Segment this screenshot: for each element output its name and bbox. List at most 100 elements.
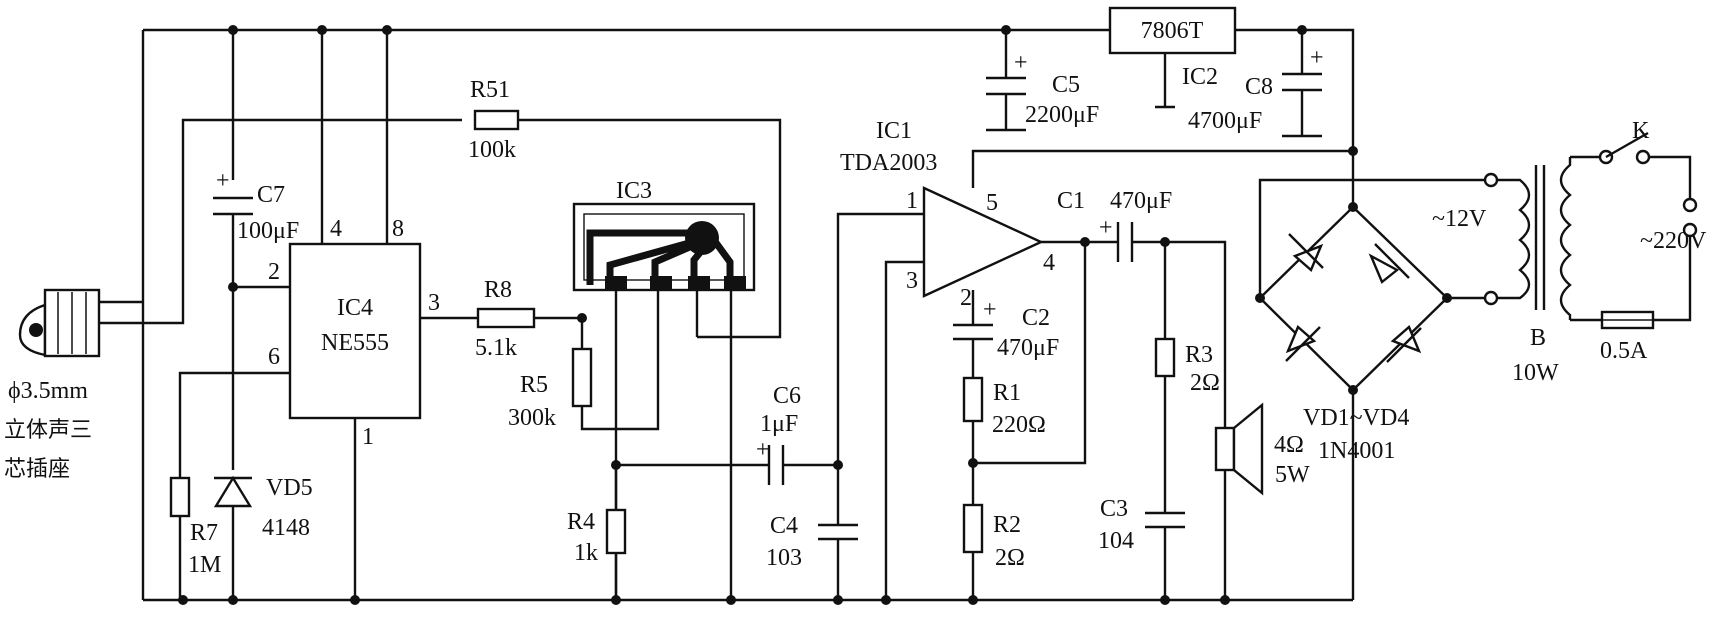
ic4-pin6-label: 6	[268, 344, 280, 370]
jack-wire-mid	[100, 118, 462, 325]
bridge-name: VD1~VD4	[1303, 405, 1409, 431]
junction-dot	[350, 595, 360, 605]
r2-value: 2Ω	[995, 545, 1025, 571]
r8-label: R8	[484, 277, 512, 303]
switch-label: K	[1632, 118, 1650, 144]
ic1-pin5-label: 5	[986, 190, 998, 216]
c8-value: 4700μF	[1188, 108, 1262, 134]
transformer-power: 10W	[1512, 360, 1559, 386]
junction-dot	[577, 313, 587, 323]
capacitor-c3: C3 104	[1098, 496, 1185, 554]
junction-dot	[1001, 25, 1011, 35]
c2-value: 470μF	[997, 335, 1059, 361]
junction-dot	[1297, 25, 1307, 35]
c1-label: C1	[1057, 188, 1085, 214]
capacitor-c1: + C1 470μF	[1057, 188, 1172, 262]
switch-k: K	[1598, 118, 1651, 165]
feedback-wire	[973, 242, 1087, 465]
ic1-pin4-label: 4	[1043, 250, 1055, 276]
c8-label: C8	[1245, 74, 1273, 100]
c2-label: C2	[1022, 305, 1050, 331]
fuse-value: 0.5A	[1600, 338, 1648, 364]
junction-dot	[317, 25, 327, 35]
ic3-bond-trace	[586, 229, 734, 285]
junction-dot	[968, 458, 978, 468]
resistor-r4: R4 1k	[567, 508, 627, 566]
junction-dot	[1348, 146, 1358, 156]
ic3-die-blob	[685, 221, 719, 255]
polarity-mark: +	[1099, 215, 1113, 241]
ic1-pin1-wire	[836, 212, 924, 465]
c3-label: C3	[1100, 496, 1128, 522]
r4-label: R4	[567, 509, 595, 535]
ic4-pin8-label: 8	[392, 216, 404, 242]
junction-dot	[833, 460, 843, 470]
ic4-pin3-label: 3	[428, 290, 440, 316]
c5-label: C5	[1052, 72, 1080, 98]
junction-dot	[228, 595, 238, 605]
terminal	[1483, 290, 1499, 306]
rectifier-diode	[1292, 243, 1324, 273]
c7-value: 100μF	[237, 218, 299, 244]
primary-wire	[1570, 155, 1692, 322]
r7-label: R7	[190, 520, 218, 546]
transformer-name: B	[1530, 325, 1546, 351]
capacitor-c5: + C5 2200μF	[986, 50, 1099, 132]
jack-label-line3: 芯插座	[4, 457, 70, 482]
junction-dot	[881, 595, 891, 605]
junction-dot	[611, 460, 621, 470]
r5-label: R5	[520, 372, 548, 398]
speaker-impedance: 4Ω	[1274, 432, 1304, 458]
r51-value: 100k	[468, 137, 516, 163]
resistor-r5: R5 300k	[508, 347, 593, 431]
junction-dot	[178, 595, 188, 605]
speaker-power: 5W	[1275, 462, 1310, 488]
r5-wire	[580, 285, 660, 431]
junction-dot	[382, 25, 392, 35]
regulator-7806t: 7806T IC2	[1108, 6, 1237, 109]
ic3-module: IC3	[572, 178, 756, 292]
r1-label: R1	[993, 380, 1021, 406]
polarity-mark: +	[983, 297, 997, 323]
r3-value: 2Ω	[1190, 370, 1220, 396]
capacitor-c4: C4 103	[766, 513, 858, 571]
resistor-r7: R7 1M	[169, 476, 221, 578]
jack-label-size: ϕ3.5mm	[8, 378, 88, 404]
resistor-r1: R1 220Ω	[962, 376, 1046, 438]
junction-dot	[228, 25, 238, 35]
ic1-tda2003: IC1 TDA2003 1 5 3 2 4	[840, 118, 1055, 311]
capacitor-c8: + C8 4700μF	[1188, 45, 1324, 138]
junction-dot	[611, 595, 621, 605]
c1-value: 470μF	[1110, 188, 1172, 214]
ic1-pin5-wire	[971, 149, 1353, 188]
regulator-ref: IC2	[1182, 64, 1218, 90]
diode-vd5: VD5 4148	[213, 475, 313, 541]
ic1-out-wire	[1041, 240, 1227, 428]
fuse: 0.5A	[1600, 310, 1655, 364]
ic4-pin4-label: 4	[330, 216, 342, 242]
ic3-name: IC3	[616, 178, 652, 204]
ic1-pin3-label: 3	[906, 268, 918, 294]
transformer: ~12V B 10W ~220V	[1432, 157, 1707, 386]
junction-dot	[1220, 595, 1230, 605]
c7-label: C7	[257, 182, 285, 208]
ic4-pin6-wire	[178, 371, 290, 600]
c6-value: 1μF	[760, 411, 798, 437]
polarity-mark: +	[1310, 45, 1324, 71]
junction-dot	[968, 595, 978, 605]
junction-dot	[228, 282, 238, 292]
junction-dot	[726, 595, 736, 605]
ic4-pin1-label: 1	[362, 424, 374, 450]
r7-value: 1M	[188, 552, 221, 578]
stereo-jack: ϕ3.5mm 立体声三 芯插座	[4, 288, 101, 482]
r2-label: R2	[993, 512, 1021, 538]
rectifier-diode	[1390, 324, 1422, 354]
vd5-value: 4148	[262, 515, 310, 541]
junction-dot	[1160, 595, 1170, 605]
jack-label-line2: 立体声三	[4, 418, 92, 443]
wires	[100, 28, 1692, 602]
terminal	[1635, 149, 1651, 165]
polarity-mark: +	[216, 168, 230, 194]
junction-dot	[1080, 237, 1090, 247]
